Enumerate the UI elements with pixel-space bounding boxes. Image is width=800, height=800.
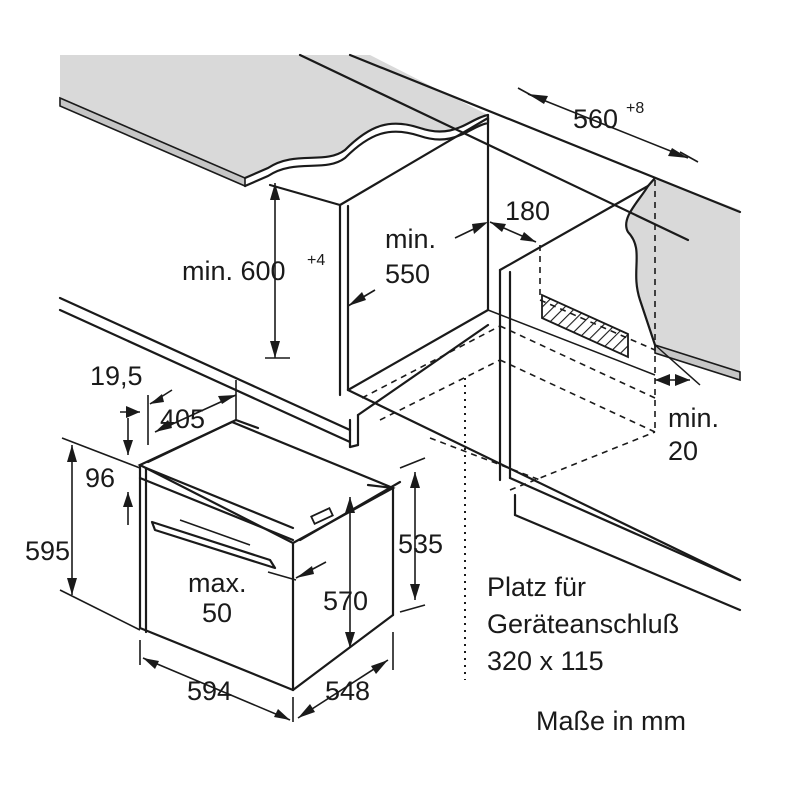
oven: [137, 418, 402, 692]
label-gap-1: min.: [668, 403, 719, 433]
label-gap-2: 20: [668, 436, 698, 466]
label-niche-height-sup: +4: [307, 252, 325, 269]
label-connection-1: Platz für: [487, 572, 586, 602]
label-body-height-outer: 535: [398, 529, 443, 559]
worktop-right: [625, 176, 741, 382]
vent-cutout: [541, 293, 629, 359]
label-panel-thickness: 19,5: [90, 361, 143, 391]
label-vent-depth: 180: [505, 196, 550, 226]
cabinet-niche: [58, 53, 742, 612]
label-cabinet-width: 560: [573, 104, 618, 134]
worktop-left: [59, 55, 490, 188]
label-top-offset: 96: [85, 463, 115, 493]
label-front-height: 595: [25, 536, 70, 566]
label-connection-2: Geräteanschluß: [487, 609, 679, 639]
label-rail-depth: 405: [160, 404, 205, 434]
units-note: Maße in mm: [536, 706, 686, 736]
label-min-depth-2: 550: [385, 259, 430, 289]
label-max-handle-2: 50: [202, 598, 232, 628]
label-max-handle-1: max.: [188, 568, 247, 598]
hidden-edges: [361, 180, 656, 491]
dimension-labels: 560 +8 min. 600 +4 min. 550 180 min. 20 …: [25, 100, 719, 736]
label-niche-height: min. 600: [182, 256, 286, 286]
label-cabinet-width-sup: +8: [626, 100, 644, 117]
label-front-width: 594: [187, 676, 232, 706]
label-body-depth: 548: [325, 676, 370, 706]
label-connection-3: 320 x 115: [487, 646, 604, 676]
dimension-lines: [59, 87, 699, 722]
label-body-height-inner: 570: [323, 586, 368, 616]
label-min-depth-1: min.: [385, 224, 436, 254]
